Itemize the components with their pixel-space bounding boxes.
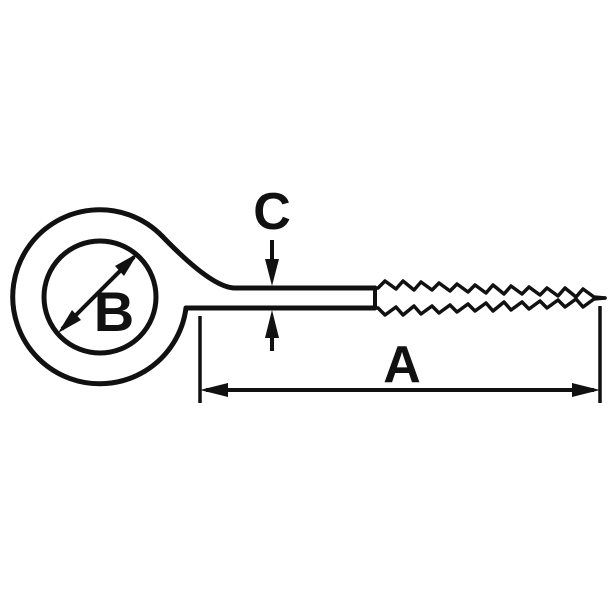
dimension-b: B [58,253,138,343]
dimension-b-arrowhead-upper [115,253,138,276]
label-b: B [94,280,134,343]
dimension-a: A [198,306,602,403]
thread-top-teeth [376,279,607,300]
dimension-c: C [253,183,291,351]
dimension-c-arrowhead-down [265,259,279,286]
thread [376,279,607,317]
dimension-a-arrowhead-left [200,383,228,397]
dimension-c-arrowhead-up [265,310,279,338]
label-a: A [383,336,421,394]
label-c: C [253,183,291,241]
eye-ring-inner [41,238,159,356]
dimension-a-arrowhead-right [572,383,600,397]
eye-ring-outer [10,207,189,387]
dimension-b-arrowhead-lower [58,310,81,333]
shank-top-edge [159,233,378,291]
thread-bottom-teeth [376,296,607,317]
screw-eye-outline [10,207,378,387]
